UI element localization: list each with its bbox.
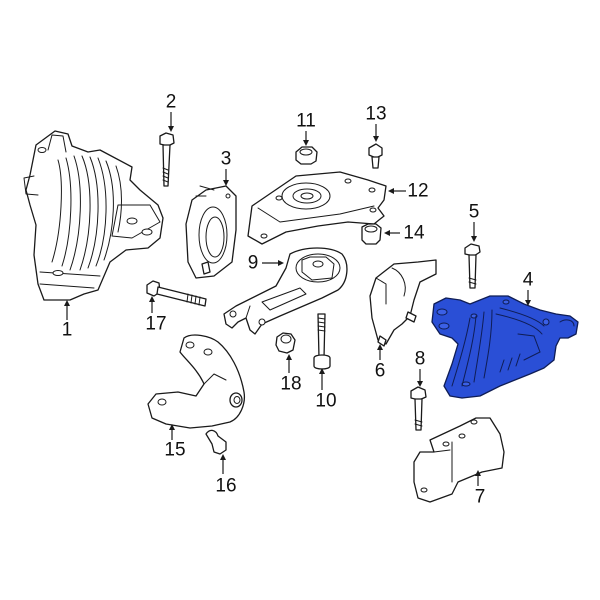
part-5-bolt[interactable]	[464, 243, 481, 289]
callout-10[interactable]: 10	[315, 390, 337, 412]
part-15-bracket[interactable]	[147, 334, 246, 429]
part-9-torque-rod[interactable]	[223, 247, 348, 335]
callout-2[interactable]: 2	[165, 91, 177, 113]
part-17-bolt[interactable]	[146, 280, 207, 307]
callout-6[interactable]: 6	[374, 360, 386, 382]
callout-18[interactable]: 18	[280, 373, 302, 395]
callout-13[interactable]: 13	[365, 103, 387, 125]
part-6-bracket[interactable]	[369, 259, 437, 347]
part-10-bolt[interactable]	[313, 313, 331, 370]
part-11-nut[interactable]	[295, 146, 318, 165]
part-12-bracket-plate[interactable]	[247, 171, 387, 245]
part-13-bolt[interactable]	[368, 143, 383, 169]
part-4-transmission-mount[interactable]	[431, 295, 579, 399]
part-8-bolt[interactable]	[410, 386, 427, 431]
part-14-bushing[interactable]	[361, 223, 382, 245]
callout-15[interactable]: 15	[164, 439, 186, 461]
part-16-bolt[interactable]	[205, 429, 227, 455]
callout-3[interactable]: 3	[220, 148, 232, 170]
callout-8[interactable]: 8	[414, 348, 426, 370]
leader-lines	[64, 112, 531, 486]
callout-5[interactable]: 5	[468, 201, 480, 223]
part-2-bolt[interactable]	[159, 132, 175, 187]
callout-14[interactable]: 14	[403, 222, 425, 244]
part-1-engine-mount[interactable]	[23, 130, 164, 301]
callout-12[interactable]: 12	[407, 180, 429, 202]
part-18-nut[interactable]	[275, 332, 296, 354]
callout-4[interactable]: 4	[522, 269, 534, 291]
callout-1[interactable]: 1	[61, 319, 73, 341]
callout-17[interactable]: 17	[145, 313, 167, 335]
callout-16[interactable]: 16	[215, 475, 237, 497]
part-7-lower-bracket[interactable]	[413, 417, 505, 503]
callout-9[interactable]: 9	[247, 252, 259, 274]
callout-7[interactable]: 7	[474, 486, 486, 508]
part-3-bracket-seal[interactable]	[185, 185, 237, 279]
callout-11[interactable]: 11	[296, 110, 316, 132]
